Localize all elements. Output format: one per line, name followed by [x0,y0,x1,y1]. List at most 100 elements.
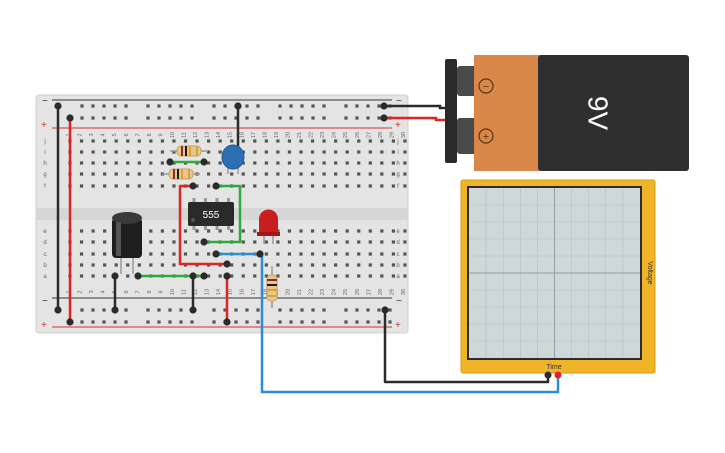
wire-green-threshold[interactable] [204,184,242,244]
breadboard-hole[interactable] [299,229,303,233]
electrolytic-capacitor[interactable] [112,212,142,274]
rail-hole[interactable] [157,116,161,120]
breadboard-hole[interactable] [114,184,118,188]
breadboard-hole[interactable] [126,139,130,143]
rail-hole[interactable] [102,104,106,108]
breadboard-hole[interactable] [207,150,211,154]
breadboard-hole[interactable] [103,274,107,278]
breadboard-hole[interactable] [310,161,315,165]
rail-hole[interactable] [124,320,128,324]
rail-hole[interactable] [212,116,216,120]
breadboard-hole[interactable] [391,274,395,278]
breadboard-hole[interactable] [79,240,84,244]
breadboard-hole[interactable] [368,161,372,165]
breadboard-hole[interactable] [380,240,384,244]
breadboard-hole[interactable] [207,229,211,233]
breadboard-hole[interactable] [149,139,153,143]
breadboard-hole[interactable] [253,184,257,188]
wire-black-scope-ground[interactable] [383,310,550,384]
rail-hole[interactable] [80,308,84,312]
breadboard-hole[interactable] [403,252,407,256]
rail-hole[interactable] [289,320,293,324]
wire-endpoint[interactable] [166,158,174,166]
breadboard-hole[interactable] [103,229,107,233]
rail-hole[interactable] [355,104,359,108]
breadboard-hole[interactable] [126,172,130,176]
breadboard-hole[interactable] [310,263,315,267]
rail-hole[interactable] [113,116,117,120]
breadboard-hole[interactable] [264,161,268,165]
breadboard-hole[interactable] [241,274,245,278]
breadboard-hole[interactable] [114,172,118,176]
breadboard-hole[interactable] [334,139,338,143]
breadboard-hole[interactable] [253,229,257,233]
breadboard-hole[interactable] [380,172,384,176]
rail-hole[interactable] [91,104,95,108]
breadboard-hole[interactable] [403,263,407,267]
breadboard-hole[interactable] [403,172,407,176]
breadboard-hole[interactable] [253,139,257,143]
breadboard-hole[interactable] [149,229,153,233]
wire-endpoint[interactable] [212,182,220,190]
breadboard-hole[interactable] [322,161,326,165]
breadboard-hole[interactable] [403,150,407,154]
breadboard-hole[interactable] [207,161,211,165]
breadboard-hole[interactable] [264,184,268,188]
breadboard-hole[interactable] [345,263,349,267]
breadboard-hole[interactable] [276,139,280,143]
breadboard-hole[interactable] [264,172,268,176]
rail-hole[interactable] [377,116,381,120]
breadboard-hole[interactable] [334,229,338,233]
rail-hole[interactable] [377,320,381,324]
breadboard-hole[interactable] [149,240,153,244]
breadboard-hole[interactable] [345,229,349,233]
rail-hole[interactable] [311,116,315,120]
breadboard-hole[interactable] [79,263,84,267]
breadboard-hole[interactable] [368,150,372,154]
breadboard-hole[interactable] [230,172,234,176]
breadboard-hole[interactable] [230,263,234,267]
breadboard-hole[interactable] [218,139,222,143]
wire-endpoints[interactable] [54,102,389,326]
breadboard-hole[interactable] [287,263,292,267]
breadboard-hole[interactable] [322,274,326,278]
rail-hole[interactable] [102,308,106,312]
breadboard-hole[interactable] [230,274,234,278]
breadboard-hole[interactable] [334,172,338,176]
breadboard-hole[interactable] [287,252,292,256]
wire-endpoint[interactable] [54,306,62,314]
breadboard-hole[interactable] [310,139,315,143]
breadboard-hole[interactable] [160,150,164,154]
breadboard-hole[interactable] [299,161,303,165]
rail-hole[interactable] [366,104,370,108]
breadboard-hole[interactable] [403,240,407,244]
rail-hole[interactable] [223,308,227,312]
wire-endpoint[interactable] [223,318,231,326]
breadboard-hole[interactable] [183,139,188,143]
rail-hole[interactable] [245,308,249,312]
breadboard-hole[interactable] [207,274,211,278]
breadboard-hole[interactable] [218,172,222,176]
breadboard-hole[interactable] [207,252,211,256]
rail-hole[interactable] [124,116,128,120]
breadboard-hole[interactable] [253,150,257,154]
rail-hole[interactable] [223,104,227,108]
wire-endpoint[interactable] [234,102,242,110]
breadboard-hole[interactable] [160,139,164,143]
breadboard-hole[interactable] [91,263,95,267]
breadboard-hole[interactable] [91,150,95,154]
breadboard-hole[interactable] [299,240,303,244]
breadboard-hole[interactable] [241,240,245,244]
breadboard-hole[interactable] [276,161,280,165]
breadboard-hole[interactable] [276,240,280,244]
breadboard-hole[interactable] [172,184,176,188]
rail-hole[interactable] [80,116,84,120]
breadboard-hole[interactable] [91,274,95,278]
breadboard-hole[interactable] [368,263,372,267]
breadboard-hole[interactable] [218,161,222,165]
wire-endpoint[interactable] [54,102,62,110]
rail-hole[interactable] [157,308,161,312]
rail-hole[interactable] [366,320,370,324]
rail-hole[interactable] [212,320,216,324]
